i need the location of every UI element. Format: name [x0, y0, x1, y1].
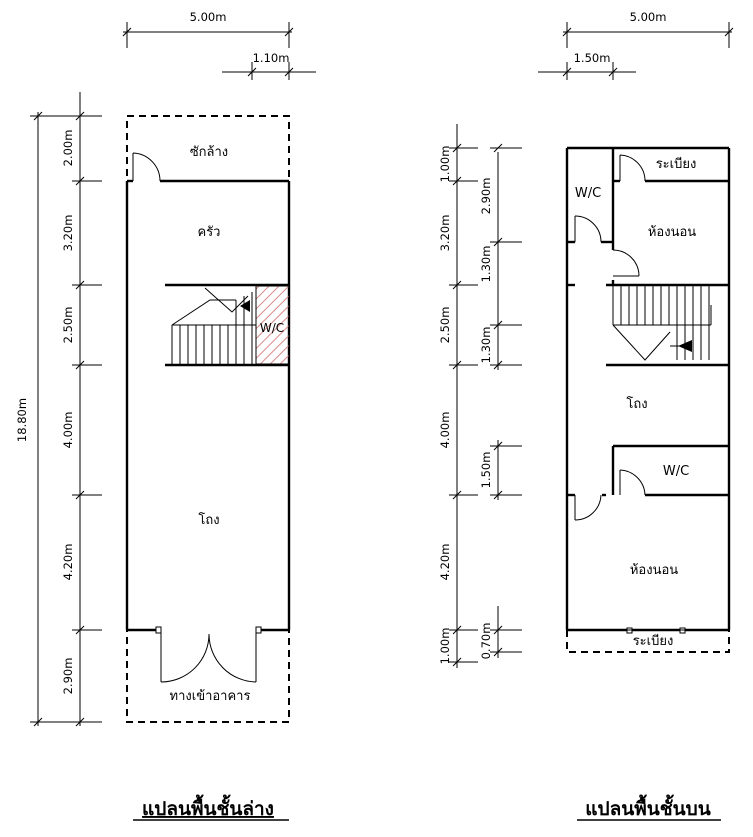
ground-kitchen-label: ครัว [198, 225, 221, 240]
ground-sub-dimension-label: 1.10m [253, 51, 290, 65]
upper-outer-dimensions: 1.00m 3.20m 2.50m 4.00m 4.20m 1.00m [438, 124, 478, 668]
upper-front-balcony-label: ระเบียง [633, 633, 674, 649]
ground-dim-2: 2.50m [61, 307, 75, 344]
ground-width-dimension: 5.00m [122, 10, 294, 48]
ground-entrance-label: ทางเข้าอาคาร [170, 689, 251, 704]
upper-outer-dim-1: 3.20m [438, 215, 452, 252]
upper-inner-dim-4: 0.70m [479, 623, 493, 660]
upper-floor-title: แปลนพื้นชั้นบน [585, 794, 710, 820]
ground-wc-label: W/C [260, 321, 284, 335]
ground-dim-4: 4.20m [61, 544, 75, 581]
ground-total-length-label: 18.80m [15, 398, 29, 442]
ground-segment-dimensions: 2.00m 3.20m 2.50m 4.00m 4.20m 2.90m [61, 92, 102, 727]
upper-front-bedroom-label: ห้องนอน [630, 563, 678, 578]
upper-floor-plan: 5.00m 1.50m 1.00m [438, 10, 734, 821]
upper-sub-dimension-label: 1.50m [574, 51, 611, 65]
ground-hall-label: โถง [198, 512, 219, 528]
ground-dim-5: 2.90m [61, 658, 75, 695]
upper-stairs [612, 285, 712, 361]
ground-dim-1: 3.20m [61, 215, 75, 252]
ground-width-label: 5.00m [190, 10, 227, 24]
ground-entrance-doors [160, 633, 257, 683]
ground-wc-hatch [255, 285, 290, 365]
upper-doors [567, 154, 706, 634]
upper-inner-dimensions: 2.90m 1.30m 1.30m 1.50m 0.70m [479, 143, 522, 660]
upper-outer-dim-3: 4.00m [438, 412, 452, 449]
upper-inner-dim-3: 1.50m [479, 452, 493, 489]
upper-inner-dim-2: 1.30m [479, 327, 493, 364]
upper-rear-wc-label: W/C [575, 186, 601, 201]
upper-rear-bedroom-label: ห้องนอน [648, 225, 696, 240]
ground-floor-plan: 5.00m 1.10m 18.80m [15, 10, 316, 821]
ground-dim-0: 2.00m [61, 130, 75, 167]
ground-floor-title: แปลนพื้นชั้นล่าง [142, 794, 274, 820]
upper-hall-label: โถง [626, 396, 647, 412]
upper-front-balcony-outline [566, 630, 730, 653]
ground-rear-door [132, 152, 161, 182]
upper-width-label: 5.00m [630, 10, 667, 24]
upper-outer-dim-5: 1.00m [438, 628, 452, 665]
ground-total-dimension: 18.80m [15, 111, 102, 727]
upper-outer-dim-2: 2.50m [438, 307, 452, 344]
upper-width-dimension: 5.00m [562, 10, 734, 48]
upper-sub-dimension: 1.50m [538, 51, 636, 80]
ground-sub-dimension: 1.10m [222, 51, 316, 80]
upper-outer-dim-0: 1.00m [438, 146, 452, 183]
upper-rear-balcony-label: ระเบียง [656, 156, 697, 172]
upper-inner-dim-0: 2.90m [479, 178, 493, 215]
ground-laundry-label: ซักล้าง [190, 145, 228, 160]
upper-front-wc-label: W/C [663, 464, 689, 479]
upper-inner-dim-1: 1.30m [479, 246, 493, 283]
ground-stairs [171, 287, 256, 365]
upper-outer-dim-4: 4.20m [438, 544, 452, 581]
ground-dim-3: 4.00m [61, 412, 75, 449]
